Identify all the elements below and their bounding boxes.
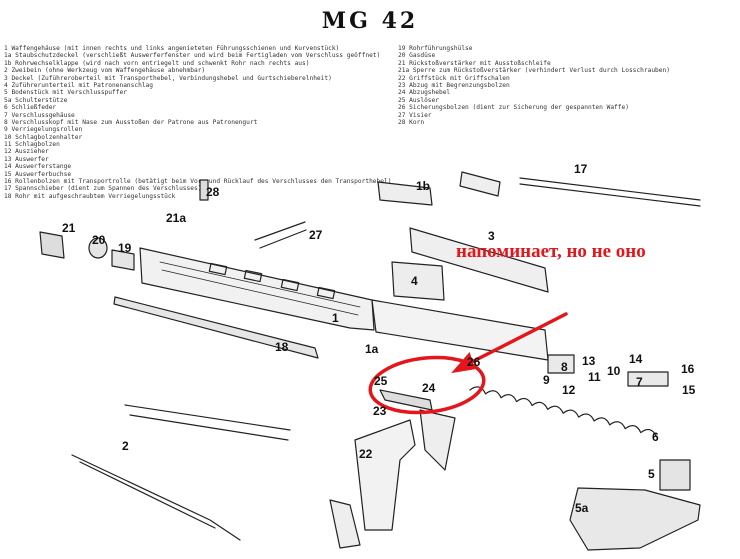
legend-entry: 5 Bodenstück mit Verschlusspuffer (4, 89, 127, 97)
part-label: 5a (575, 501, 589, 515)
highlight-circle (368, 355, 486, 415)
legend-entry: 9 Verriegelungsrollen (4, 126, 83, 134)
red-arrow (451, 312, 568, 374)
legend-entry: 13 Auswerfer (4, 155, 49, 163)
muzzle-booster (39, 231, 65, 259)
part-label: 1 (332, 311, 339, 325)
part-label: 12 (562, 383, 576, 397)
diagram-title: MG 42 (321, 8, 419, 34)
part-label: 16 (681, 362, 695, 376)
legend-entry: 4 Zuführerunterteil mit Patronenanschlag (4, 81, 154, 89)
legend-entry: 3 Deckel (Zuführeroberteil mit Transport… (4, 74, 332, 82)
part-label: 9 (543, 373, 550, 387)
part-label: 20 (92, 233, 106, 247)
legend-entry: 21 Rückstoßverstärker mit Ausstoßschleif… (398, 59, 551, 67)
legend-entry: 27 Visier (398, 111, 432, 119)
part-label: 25 (374, 374, 388, 388)
part-label: 22 (359, 447, 373, 461)
legend-entry: 16 Rollenbolzen mit Transportrolle (betä… (4, 178, 392, 186)
buttstock (569, 487, 701, 551)
part-label: 8 (561, 360, 568, 374)
part-label: 19 (118, 241, 132, 255)
legend-entry: 1 Waffengehäuse (mit innen rechts und li… (4, 45, 340, 52)
part-label: 6 (652, 430, 659, 444)
part-label: 11 (588, 370, 601, 384)
legend-entry: 10 Schlagbolzenhalter (4, 133, 83, 141)
legend-entry: 20 Gasdüse (398, 52, 436, 60)
legend-entry: 11 Schlagbolzen (4, 141, 60, 149)
part-label: 7 (636, 375, 643, 389)
legend-entry: 1b Rohrwechselklappe (wird nach vorn ent… (4, 59, 310, 67)
part-label: 4 (411, 274, 418, 288)
part-label: 10 (607, 364, 621, 378)
feed-cover (409, 227, 549, 293)
legend-entry: 2 Zweibein (ohne Werkzeug vom Waffengehä… (4, 67, 206, 75)
part-label: 26 (467, 355, 481, 369)
legend-entry: 5a Schulterstütze (4, 96, 68, 104)
part-label: 27 (309, 228, 323, 242)
legend-entry: 1a Staubschutzdeckel (verschließt Auswer… (4, 52, 381, 60)
part-label: 21a (166, 211, 186, 225)
legend-entry: 12 Auszieher (4, 148, 49, 156)
legend-entry: 14 Auswerferstange (4, 163, 72, 171)
part-label: 5 (648, 467, 655, 481)
bipod-legs (71, 404, 291, 541)
part-label: 1b (416, 179, 430, 193)
legend-entry: 18 Rohr mit aufgeschraubtem Verriegelung… (4, 192, 176, 200)
legend-entry: 22 Griffstück mit Griffschalen (398, 74, 510, 82)
legend-entry: 17 Spannschieber (dient zum Spannen des … (4, 185, 202, 193)
parts-legend-left: 1 Waffengehäuse (mit innen rechts und li… (4, 45, 394, 200)
barrel (113, 296, 319, 359)
part-label: 14 (629, 352, 643, 366)
legend-entry: 26 Sicherungsbolzen (dient zur Sicherung… (398, 104, 629, 112)
part-label: 28 (206, 185, 220, 199)
part-label: 1a (365, 342, 379, 356)
legend-entry: 28 Korn (398, 118, 425, 126)
charging-handle (519, 177, 701, 207)
legend-entry: 6 Schließfeder (4, 104, 57, 112)
legend-entry: 25 Auslöser (398, 96, 439, 104)
legend-entry: 21a Sperre zum Rückstoßverstärker (verhi… (398, 67, 670, 75)
receiver-housing (139, 247, 375, 331)
legend-entry: 23 Abzug mit Begrenzungsbolzen (398, 81, 510, 89)
part-label: 3 (488, 229, 495, 243)
part-label: 17 (574, 162, 588, 176)
part-label: 18 (275, 340, 289, 354)
legend-entry: 24 Abzugshebel (398, 89, 451, 97)
legend-entry: 8 Verschlusskopf mit Nase zum Ausstoßen … (4, 118, 258, 126)
feed-tray (391, 261, 445, 301)
red-annotation-note: напоминает, но не оно (456, 241, 646, 262)
legend-entry: 7 Verschlussgehäuse (4, 111, 75, 119)
part-label: 15 (682, 383, 696, 397)
part-label: 13 (582, 354, 596, 368)
part-label: 23 (373, 404, 387, 418)
part-label: 24 (422, 381, 436, 395)
part-label: 2 (122, 439, 129, 453)
part-label: 21 (62, 221, 76, 235)
recoil-spring (469, 386, 657, 438)
legend-entry: 15 Auswerferbuchse (4, 170, 72, 178)
pistol-grip (354, 419, 416, 531)
legend-entry: 19 Rohrführungshülse (398, 45, 473, 52)
